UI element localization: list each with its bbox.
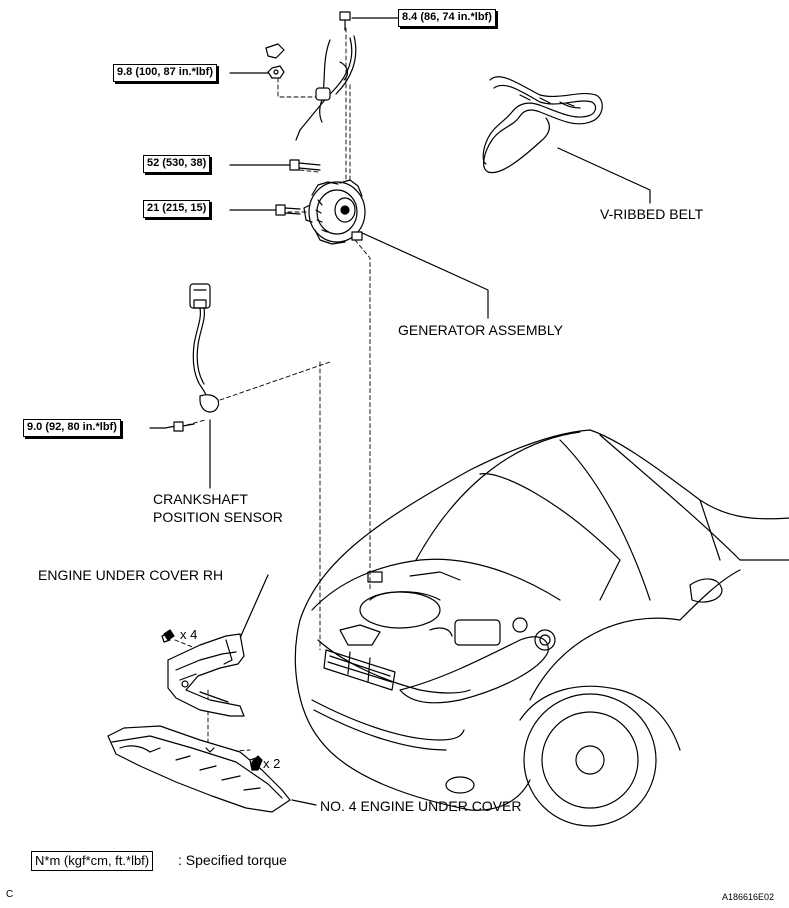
label-crankshaft-line2: POSITION SENSOR [153,509,283,525]
label-no4-engine-under-cover: NO. 4 ENGINE UNDER COVER [320,798,522,814]
torque-box-nut: 9.8 (100, 87 in.*lbf) [113,64,217,82]
torque-box-bolt-top: 8.4 (86, 74 in.*lbf) [398,9,496,27]
nut-icon [265,43,285,79]
generator-assembly-icon [303,179,366,245]
figure-code: A186616E02 [722,892,775,902]
v-ribbed-belt-icon [482,76,603,174]
bolt-21-icon [275,204,301,216]
torque-box-bolt-52: 52 (530, 38) [143,155,211,173]
label-crankshaft-line1: CRANKSHAFT [153,491,248,507]
quantity-x2: x 2 [263,756,281,771]
corner-left-mark: C [6,889,14,900]
torque-box-bolt-21: 21 (215, 15) [143,200,211,218]
quantity-x4: x 4 [180,627,198,642]
torque-box-sensor-bolt: 9.0 (92, 80 in.*lbf) [23,419,121,437]
wire-harness-icon [295,35,357,141]
label-v-ribbed-belt: V-RIBBED BELT [600,206,704,222]
legend-unit-box: N*m (kgf*cm, ft.*lbf) [31,851,154,871]
label-engine-under-cover-rh: ENGINE UNDER COVER RH [38,567,224,583]
bolt-52-icon [289,159,321,171]
clip-icons [163,629,263,771]
crankshaft-position-sensor-icon [173,283,220,432]
label-generator-assembly: GENERATOR ASSEMBLY [398,322,563,338]
leader-lines [149,17,651,806]
bolt-top-icon [339,11,351,31]
legend-text: : Specified torque [178,852,287,868]
car-icon [294,429,789,827]
engine-under-cover-rh-icon [161,633,245,717]
